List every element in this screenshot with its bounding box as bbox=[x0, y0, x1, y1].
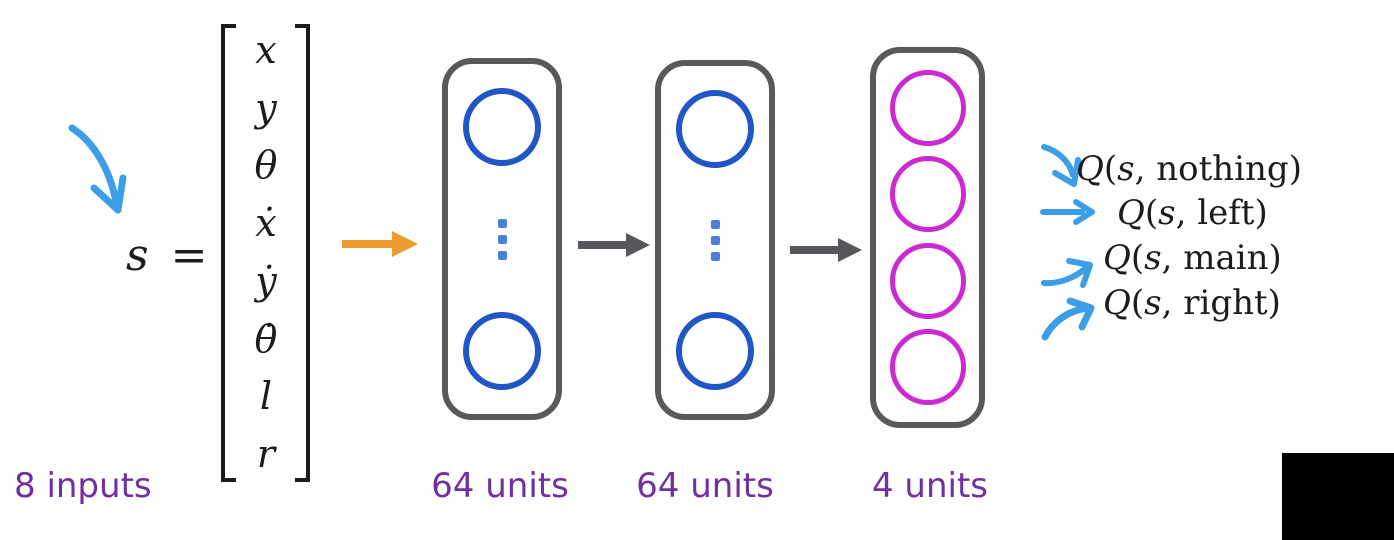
corner-black-rectangle bbox=[1282, 453, 1394, 540]
layer-units-label: 4 units bbox=[871, 466, 989, 506]
hidden-layer-2 bbox=[655, 60, 775, 420]
ellipsis-dots-icon bbox=[710, 219, 720, 261]
vector-element: θ bbox=[254, 143, 278, 188]
state-symbol-equation: s = bbox=[126, 230, 212, 281]
neuron-circle bbox=[676, 312, 754, 390]
output-neuron-circle bbox=[889, 329, 966, 406]
inputs-count-label: 8 inputs bbox=[14, 466, 152, 506]
q-output-arrow-icon bbox=[1040, 199, 1095, 225]
vector-element: y bbox=[255, 85, 277, 130]
output-neuron-circle bbox=[889, 242, 966, 319]
q-value-text: Q(s, main) bbox=[1103, 238, 1282, 278]
vector-right-bracket bbox=[295, 24, 310, 482]
q-func: Q bbox=[1103, 283, 1131, 323]
output-neuron-circle bbox=[889, 69, 966, 146]
layer-units-label: 64 units bbox=[431, 466, 569, 506]
vector-element: r bbox=[256, 432, 276, 477]
q-output-arrow-icon bbox=[1041, 144, 1081, 187]
q-output-arrow-icon bbox=[1041, 297, 1095, 341]
vector-element: ẏ bbox=[255, 258, 277, 303]
layer-units-label: 64 units bbox=[636, 466, 774, 506]
q-value-text: Q(s, right) bbox=[1103, 283, 1281, 323]
q-func: Q bbox=[1103, 238, 1131, 278]
sketch-pointer-arrow-icon bbox=[68, 124, 127, 214]
q-value-text: Q(s, nothing) bbox=[1076, 149, 1302, 189]
vector-element: θ̇ bbox=[254, 316, 278, 361]
state-vector: x y θ ẋ ẏ θ̇ l r bbox=[236, 28, 296, 477]
q-func: Q bbox=[1117, 193, 1145, 233]
q-arg: s bbox=[1144, 283, 1162, 323]
vector-left-bracket bbox=[221, 24, 236, 482]
hidden-layer-1 bbox=[442, 58, 562, 420]
q-action: right bbox=[1183, 283, 1268, 323]
output-neuron-circle bbox=[889, 156, 966, 233]
neuron-circle bbox=[463, 312, 541, 390]
q-arg: s bbox=[1158, 193, 1176, 233]
vector-element: l bbox=[259, 374, 273, 419]
q-action: nothing bbox=[1156, 149, 1289, 189]
flow-arrow-icon bbox=[578, 233, 650, 257]
vector-element: x bbox=[255, 28, 277, 72]
q-arg: s bbox=[1144, 238, 1162, 278]
q-value-text: Q(s, left) bbox=[1117, 193, 1268, 233]
output-layer bbox=[870, 47, 985, 428]
flow-arrow-icon bbox=[790, 238, 862, 262]
q-arg: s bbox=[1117, 149, 1135, 189]
input-arrow-icon bbox=[342, 231, 418, 257]
neuron-circle bbox=[463, 88, 541, 166]
ellipsis-dots-icon bbox=[497, 218, 507, 260]
vector-element: ẋ bbox=[255, 201, 277, 246]
q-func: Q bbox=[1076, 149, 1104, 189]
q-action: main bbox=[1183, 238, 1269, 278]
neuron-circle bbox=[676, 90, 754, 168]
q-action: left bbox=[1197, 193, 1255, 233]
q-output-arrow-icon bbox=[1041, 258, 1093, 288]
